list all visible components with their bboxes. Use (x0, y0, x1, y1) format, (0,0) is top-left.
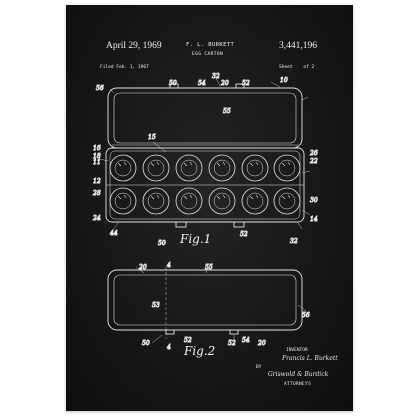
fig1-lid-outer (107, 87, 303, 149)
ref-numeral: 52 (240, 231, 248, 238)
fig1-latch-bottom (175, 221, 187, 228)
egg-cell (241, 154, 269, 182)
inventor-name: F. L. BURKETT (186, 42, 235, 48)
patent-number: 3,441,196 (279, 41, 317, 51)
egg-cell (175, 154, 203, 182)
ref-numeral: 12 (93, 178, 101, 185)
patent-subject: EGG CARTON (192, 52, 224, 57)
ref-numeral: 30 (310, 197, 318, 204)
ref-numeral: 53 (152, 302, 160, 309)
egg-cell (175, 187, 203, 215)
ref-numeral: 50 (169, 80, 177, 87)
sheet-indicator: Sheet of 2 (279, 65, 314, 70)
ref-numeral: 24 (92, 215, 101, 222)
ref-numeral: 32 (290, 238, 298, 245)
egg-cell (208, 154, 236, 182)
egg-cell (109, 154, 137, 182)
egg-cell-inner (180, 192, 198, 210)
ref-numeral: 20 (220, 80, 229, 87)
inventor-signature: Francis L. Burkett (282, 355, 338, 362)
fig2-caption: Fig.2 (184, 344, 216, 358)
ref-numeral: 52 (184, 337, 192, 344)
ref-numeral: 26 (309, 150, 318, 157)
fig2-leader-lines (135, 266, 307, 344)
egg-cell (273, 154, 301, 182)
ref-numeral: 14 (310, 216, 318, 223)
egg-cell-hatching (117, 194, 291, 200)
ref-numeral: 20 (138, 264, 147, 271)
egg-cell-inner (278, 192, 296, 210)
ref-numeral: 18 (93, 153, 101, 160)
fig1-egg-cells (109, 154, 301, 215)
fig1-latch-bottom (233, 221, 245, 228)
fig2-lid-inner (113, 274, 297, 326)
ref-numeral: 44 (109, 230, 118, 237)
ref-numeral: 54 (242, 337, 250, 344)
patent-drawing: 32 50 54 20 52 10 56 55 15 16 18 11 12 2… (92, 73, 319, 352)
ref-numeral: 52 (228, 340, 236, 347)
ref-numeral: 22 (309, 158, 318, 165)
inventor-label: INVENTOR (286, 348, 308, 353)
ref-numeral: 50 (158, 240, 166, 247)
egg-cell (142, 154, 170, 182)
egg-cell-hatching (117, 161, 291, 167)
fig1-leader-lines (99, 77, 311, 230)
patent-date: April 29, 1969 (106, 41, 162, 51)
reference-numerals: 32 50 54 20 52 10 56 55 15 16 18 11 12 2… (92, 73, 319, 352)
ref-numeral: 56 (96, 85, 104, 92)
ref-numeral: 11 (93, 159, 101, 166)
by-label: BY (256, 365, 262, 370)
fig2-lid-outer (107, 269, 303, 331)
egg-cell-inner (114, 192, 132, 210)
sheet-total: of 2 (303, 65, 315, 70)
filed-date: Filed Feb. 1, 1967 (100, 65, 149, 70)
ref-numeral: 4 (166, 262, 171, 269)
egg-cell (241, 187, 269, 215)
fig2-lid-drawing (107, 266, 307, 344)
ref-numeral: 32 (212, 73, 220, 80)
egg-cell-inner (147, 192, 165, 210)
egg-cell-inner (278, 159, 296, 177)
ref-numeral: 50 (142, 340, 150, 347)
egg-cell-inner (147, 159, 165, 177)
egg-cell (208, 187, 236, 215)
fig1-lid-inner (113, 92, 297, 144)
ref-numeral: 16 (93, 145, 101, 152)
egg-cell-inner (213, 192, 231, 210)
egg-cell-inner (180, 159, 198, 177)
egg-cell (142, 187, 170, 215)
attorneys-label: ATTORNEYS (284, 382, 312, 387)
ref-numeral: 28 (92, 190, 101, 197)
fig1-latch-tab (235, 83, 245, 89)
egg-cell-inner (213, 159, 231, 177)
fig1-carton-drawing (99, 77, 311, 230)
ref-numeral: 55 (223, 108, 231, 115)
egg-cell (273, 187, 301, 215)
ref-numeral: 55 (205, 264, 213, 271)
sheet-label: Sheet (279, 65, 293, 70)
ref-numeral: 4 (166, 344, 171, 351)
fig1-caption: Fig.1 (180, 232, 212, 246)
ref-numeral: 52 (242, 80, 250, 87)
ref-numeral: 20 (257, 340, 266, 347)
fig1-latch-tab (169, 83, 179, 89)
egg-cell (109, 187, 137, 215)
attorney-signature: Griswold & Burdick (268, 371, 329, 378)
egg-cell-inner (246, 192, 264, 210)
fig2-latch-tab (165, 329, 175, 335)
fig2-latch-tab (229, 329, 239, 335)
ref-numeral: 54 (198, 80, 206, 87)
patent-poster: April 29, 1969 F. L. BURKETT 3,441,196 E… (66, 5, 353, 411)
ref-numeral: 15 (148, 134, 156, 141)
egg-cell-inner (114, 159, 132, 177)
ref-numeral: 10 (280, 77, 288, 84)
egg-cell-inner (246, 159, 264, 177)
ref-numeral: 56 (302, 312, 310, 319)
